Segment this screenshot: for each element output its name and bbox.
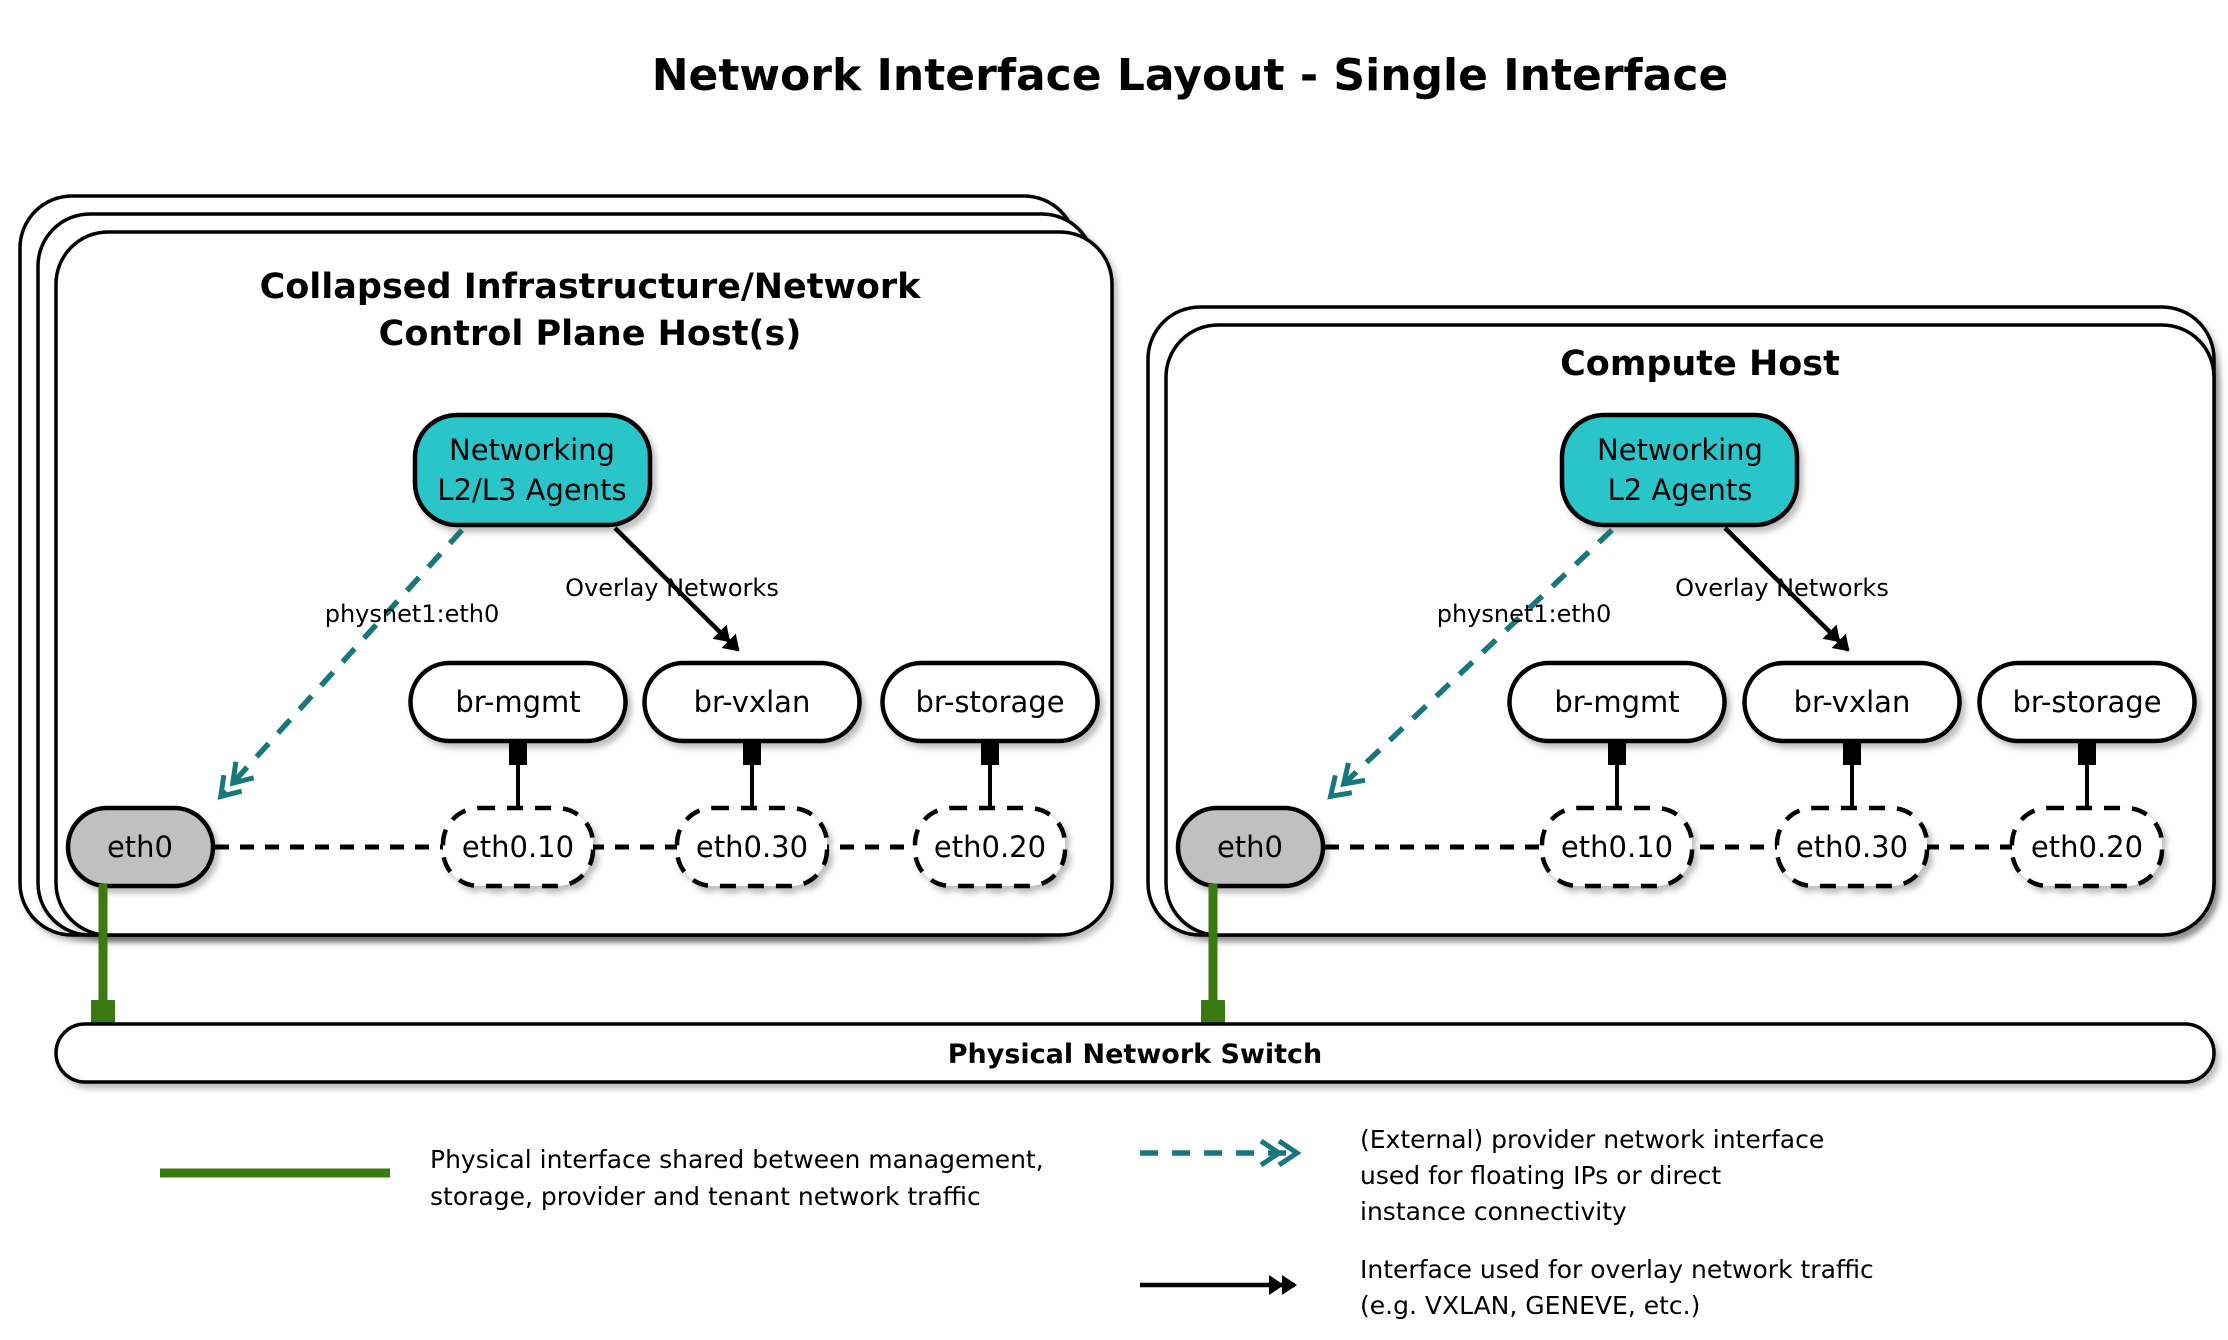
- compute-agent-label-line2: L2 Agents: [1608, 473, 1753, 507]
- control-bridge-br-storage-label: br-storage: [915, 685, 1064, 719]
- compute-host-title: Compute Host: [1560, 344, 1840, 384]
- control-agent-label-line1: Networking: [449, 433, 615, 467]
- control-agent-label-line2: L2/L3 Agents: [437, 473, 626, 507]
- control-connector-stub-mgmt: [509, 741, 527, 765]
- control-host-box: [54, 230, 1114, 937]
- compute-bridge-br-mgmt-label: br-mgmt: [1554, 685, 1679, 719]
- compute-physical-link-port: [1201, 1000, 1225, 1026]
- compute-physnet-label: physnet1:eth0: [1437, 600, 1612, 628]
- control-overlay-label: Overlay Networks: [565, 574, 779, 602]
- control-host-title-line2: Control Plane Host(s): [379, 314, 802, 354]
- switch-label: Physical Network Switch: [948, 1039, 1323, 1070]
- control-host-title-line1: Collapsed Infrastructure/Network: [260, 267, 922, 307]
- compute-vlan-eth0-20-label: eth0.20: [2031, 830, 2143, 864]
- control-vlan-eth0-20-label: eth0.20: [934, 830, 1046, 864]
- legend: Physical interface shared between manage…: [160, 1125, 1874, 1320]
- compute-vlan-eth0-30-label: eth0.30: [1796, 830, 1908, 864]
- control-physnet-label: physnet1:eth0: [325, 600, 500, 628]
- compute-host-box: [1164, 323, 2216, 937]
- compute-connector-stub-vxlan: [1843, 741, 1861, 765]
- compute-bridge-br-storage: [1977, 660, 2197, 744]
- control-provider-arrow: [222, 528, 465, 795]
- compute-vlan-eth0-30: [1774, 805, 1930, 889]
- compute-eth0-label: eth0: [1217, 830, 1283, 864]
- compute-connector-stub-mgmt: [1608, 741, 1626, 765]
- legend-physical-text-line1: Physical interface shared between manage…: [430, 1145, 1044, 1174]
- compute-agent-label-line1: Networking: [1597, 433, 1763, 467]
- compute-connector-stub-storage: [2078, 741, 2096, 765]
- compute-vlan-eth0-20: [2009, 805, 2165, 889]
- legend-overlay-text-line1: Interface used for overlay network traff…: [1360, 1255, 1874, 1284]
- control-eth0-label: eth0: [107, 830, 173, 864]
- control-plane-host-group: Collapsed Infrastructure/Network Control…: [18, 194, 1114, 937]
- compute-overlay-arrow: [1723, 526, 1850, 652]
- compute-vlan-eth0-10-label: eth0.10: [1561, 830, 1673, 864]
- control-vlan-eth0-20: [912, 805, 1068, 889]
- control-eth0-node: [65, 805, 216, 889]
- compute-provider-arrow: [1332, 528, 1614, 795]
- compute-bridge-br-mgmt: [1507, 660, 1727, 744]
- legend-physical-text-line2: storage, provider and tenant network tra…: [430, 1182, 981, 1211]
- control-bridge-br-vxlan: [642, 660, 862, 744]
- legend-provider-text-line1: (External) provider network interface: [1360, 1125, 1824, 1154]
- control-vlan-eth0-10: [440, 805, 596, 889]
- compute-bridge-br-vxlan: [1742, 660, 1962, 744]
- control-bridge-br-storage: [880, 660, 1100, 744]
- control-connector-stub-storage: [981, 741, 999, 765]
- control-vlan-eth0-30-label: eth0.30: [696, 830, 808, 864]
- compute-host-group: Compute Host Networking L2 Agents physne…: [1146, 305, 2216, 937]
- control-vlan-eth0-10-label: eth0.10: [462, 830, 574, 864]
- control-physical-link-port: [91, 1000, 115, 1026]
- control-agent-node: [412, 412, 653, 528]
- control-bridge-br-mgmt: [408, 660, 628, 744]
- legend-provider-text-line3: instance connectivity: [1360, 1197, 1627, 1226]
- legend-overlay-text-line2: (e.g. VXLAN, GENEVE, etc.): [1360, 1291, 1700, 1320]
- control-vlan-eth0-30: [674, 805, 830, 889]
- control-connector-stub-vxlan: [743, 741, 761, 765]
- compute-agent-node: [1559, 412, 1800, 528]
- switch-bar: [54, 1022, 2216, 1084]
- control-overlay-arrow: [613, 526, 740, 652]
- compute-overlay-label: Overlay Networks: [1675, 574, 1889, 602]
- compute-eth0-node: [1175, 805, 1326, 889]
- compute-bridge-br-storage-label: br-storage: [2012, 685, 2161, 719]
- legend-provider-text-line2: used for floating IPs or direct: [1360, 1161, 1721, 1190]
- compute-bridge-br-vxlan-label: br-vxlan: [1794, 685, 1911, 719]
- compute-vlan-eth0-10: [1539, 805, 1695, 889]
- control-bridge-br-mgmt-label: br-mgmt: [455, 685, 580, 719]
- diagram-title: Network Interface Layout - Single Interf…: [652, 50, 1729, 101]
- control-bridge-br-vxlan-label: br-vxlan: [694, 685, 811, 719]
